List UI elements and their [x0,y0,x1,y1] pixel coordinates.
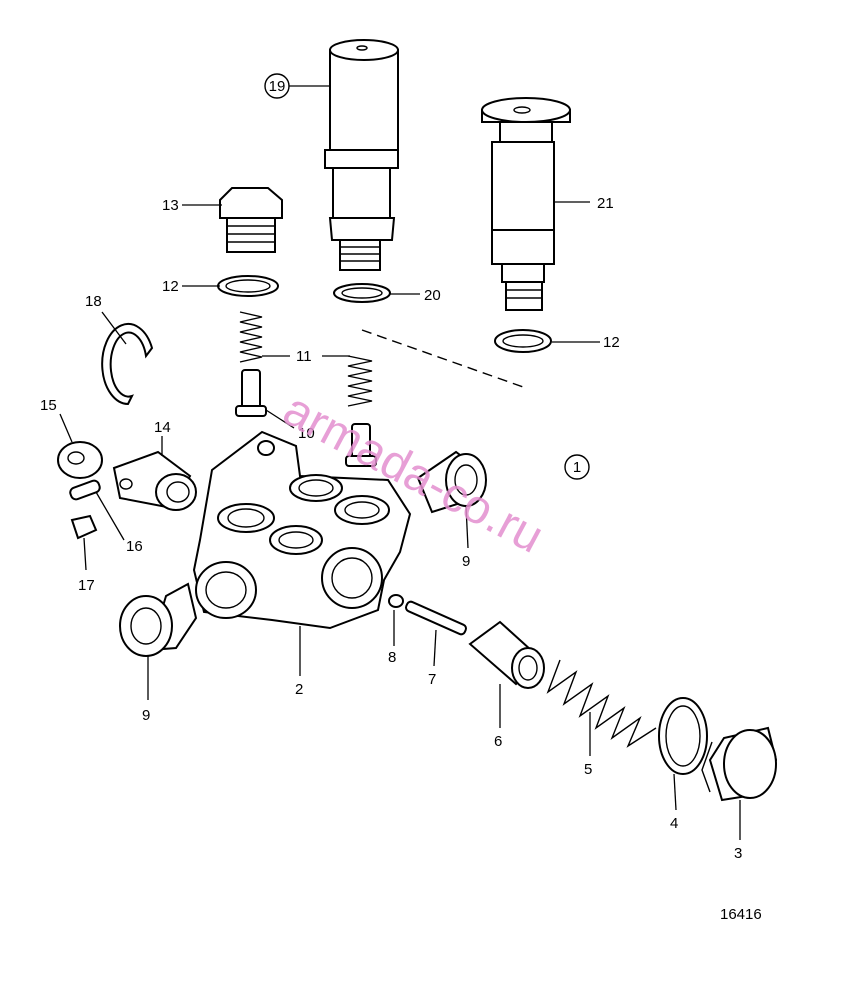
callout-4: 4 [670,815,678,832]
callout-1: 1 [573,459,581,476]
callout-12-right: 12 [603,334,620,351]
part-10-valve-left [235,369,267,417]
drawing-number: 16416 [720,906,762,923]
callout-10: 10 [298,425,315,442]
callout-13: 13 [162,197,179,214]
part-8-small-ring [388,594,404,608]
leader-lines [59,85,741,840]
callout-6: 6 [494,733,502,750]
part-9-fitting-left [119,582,198,657]
part-21-pump-plunger [481,97,571,311]
callout-19: 19 [269,78,286,95]
part-10-valve-right [345,423,377,467]
callout-7: 7 [428,671,436,688]
callout-12-left: 12 [162,278,179,295]
part-5-spring [546,659,657,748]
part-3-cap-nut [701,726,778,802]
part-11-spring-right [347,355,373,407]
part-13-plug [219,187,283,253]
callout-3: 3 [734,845,742,862]
part-12-seal-ring-left [217,275,279,297]
callout-8: 8 [388,649,396,666]
callout-2: 2 [295,681,303,698]
part-20-seal-ring [333,283,391,303]
part-19-primer-pump [324,39,399,271]
callout-circle-1 [564,454,590,480]
part-18-circlip [101,323,154,406]
part-16-pin [69,479,101,501]
callout-16: 16 [126,538,143,555]
part-2-pump-housing [192,430,412,630]
callout-5: 5 [584,761,592,778]
part-11-spring-left [239,311,263,363]
callout-17: 17 [78,577,95,594]
callout-9-left: 9 [142,707,150,724]
callout-14: 14 [154,419,171,436]
callout-20: 20 [424,287,441,304]
callout-21: 21 [597,195,614,212]
part-7-pin [405,600,467,636]
part-4-seal-ring [658,697,708,775]
callout-labels: 19 1 13 12 20 12 21 11 10 18 15 14 16 17… [40,73,762,923]
part-17-key [70,514,98,540]
part-12-seal-ring-right [494,329,552,353]
part-15-nut [57,441,103,479]
callout-9-right: 9 [462,553,470,570]
callout-18: 18 [85,293,102,310]
callout-15: 15 [40,397,57,414]
part-6-sleeve [468,620,545,689]
part-14-union-body [112,450,197,511]
callout-circle-19 [264,73,290,99]
callout-11: 11 [296,348,312,365]
part-9-fitting-right [416,450,487,514]
